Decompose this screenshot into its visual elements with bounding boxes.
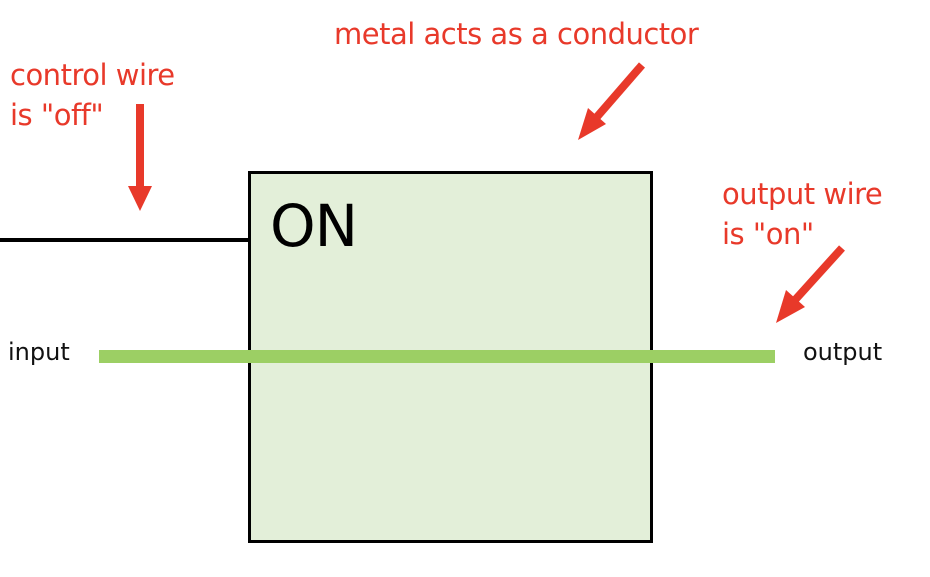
conductor-arrow-icon	[578, 62, 646, 140]
input-label: input	[8, 338, 70, 366]
output-label: output	[803, 338, 883, 366]
output-annotation-line2: is "on"	[722, 217, 814, 251]
transistor-state-label: ON	[270, 192, 358, 260]
control-annotation-line1: control wire	[10, 58, 175, 92]
control-arrow-icon	[128, 104, 152, 211]
conductor-annotation: metal acts as a conductor	[334, 17, 699, 51]
output-annotation-line1: output wire	[722, 177, 883, 211]
control-annotation-line2: is "off"	[10, 98, 104, 132]
signal-wire	[99, 350, 775, 363]
output-arrow-icon	[776, 245, 845, 323]
control-wire	[0, 238, 250, 242]
